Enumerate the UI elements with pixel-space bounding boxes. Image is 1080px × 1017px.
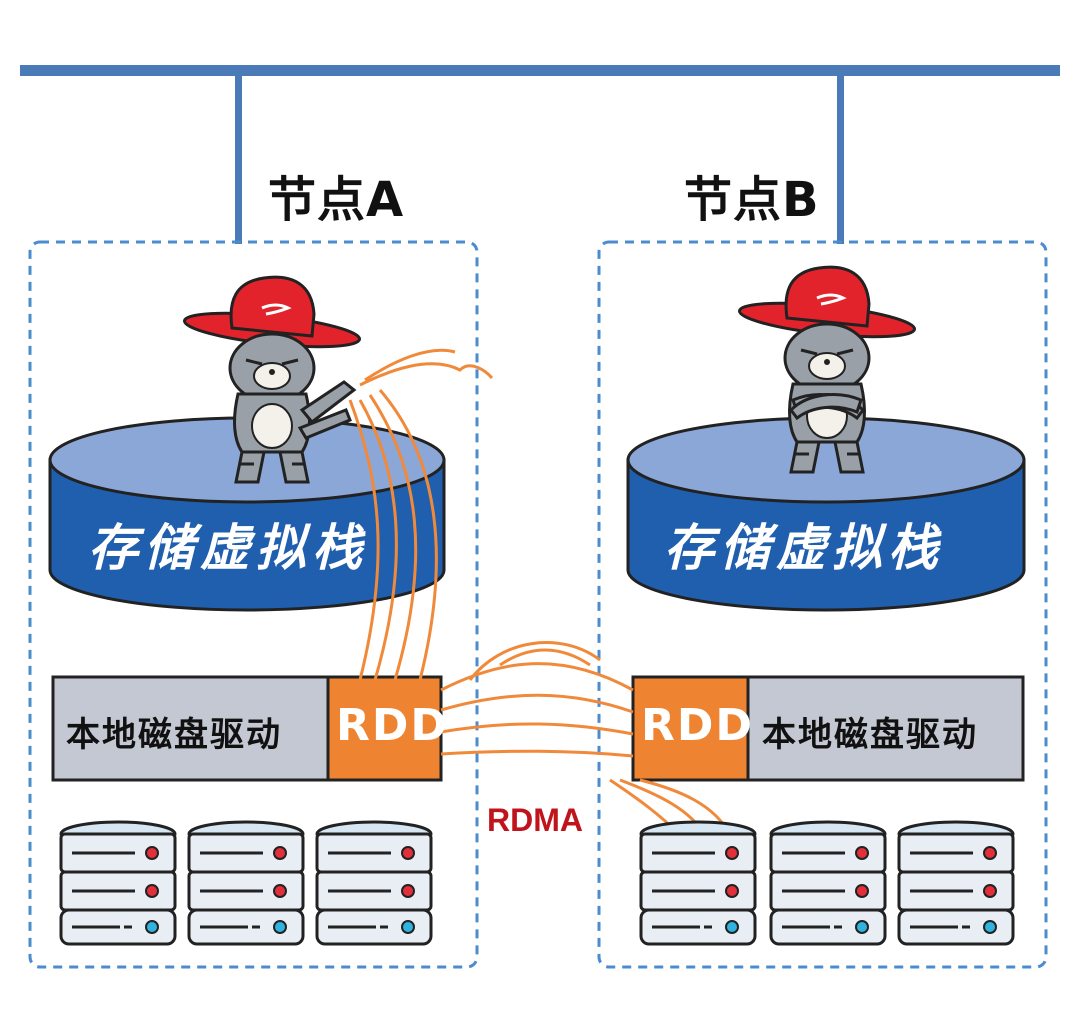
cat-mascot-icon [181, 275, 363, 484]
storage-stack-a-label: 存储虚拟栈 [88, 519, 368, 577]
driver-row-a [51, 675, 443, 782]
node-b-container [597, 240, 1048, 969]
disk-server-icon [897, 820, 1015, 946]
disk-server-icon [187, 820, 305, 946]
storage-stack-b-label: 存储虚拟栈 [664, 519, 944, 577]
node-a-container [28, 240, 479, 969]
network-bus [20, 65, 1060, 244]
node-a-title: 节点A [268, 172, 405, 228]
disk-server-icon [315, 820, 433, 946]
cat-mascot-icon [736, 265, 918, 474]
driver-b-label: 本地磁盘驱动 [762, 715, 978, 755]
node-b-title: 节点B [684, 172, 820, 228]
driver-a-label: 本地磁盘驱动 [66, 715, 282, 755]
driver-row-b [631, 675, 1025, 782]
rdd-a-label: RDD [336, 700, 449, 751]
rdd-b-label: RDD [641, 700, 754, 751]
rdma-label: RDMA [487, 802, 583, 838]
disk-server-icon [639, 820, 757, 946]
disk-server-icon [59, 820, 177, 946]
disk-server-icon [769, 820, 887, 946]
push-flow [348, 348, 494, 681]
